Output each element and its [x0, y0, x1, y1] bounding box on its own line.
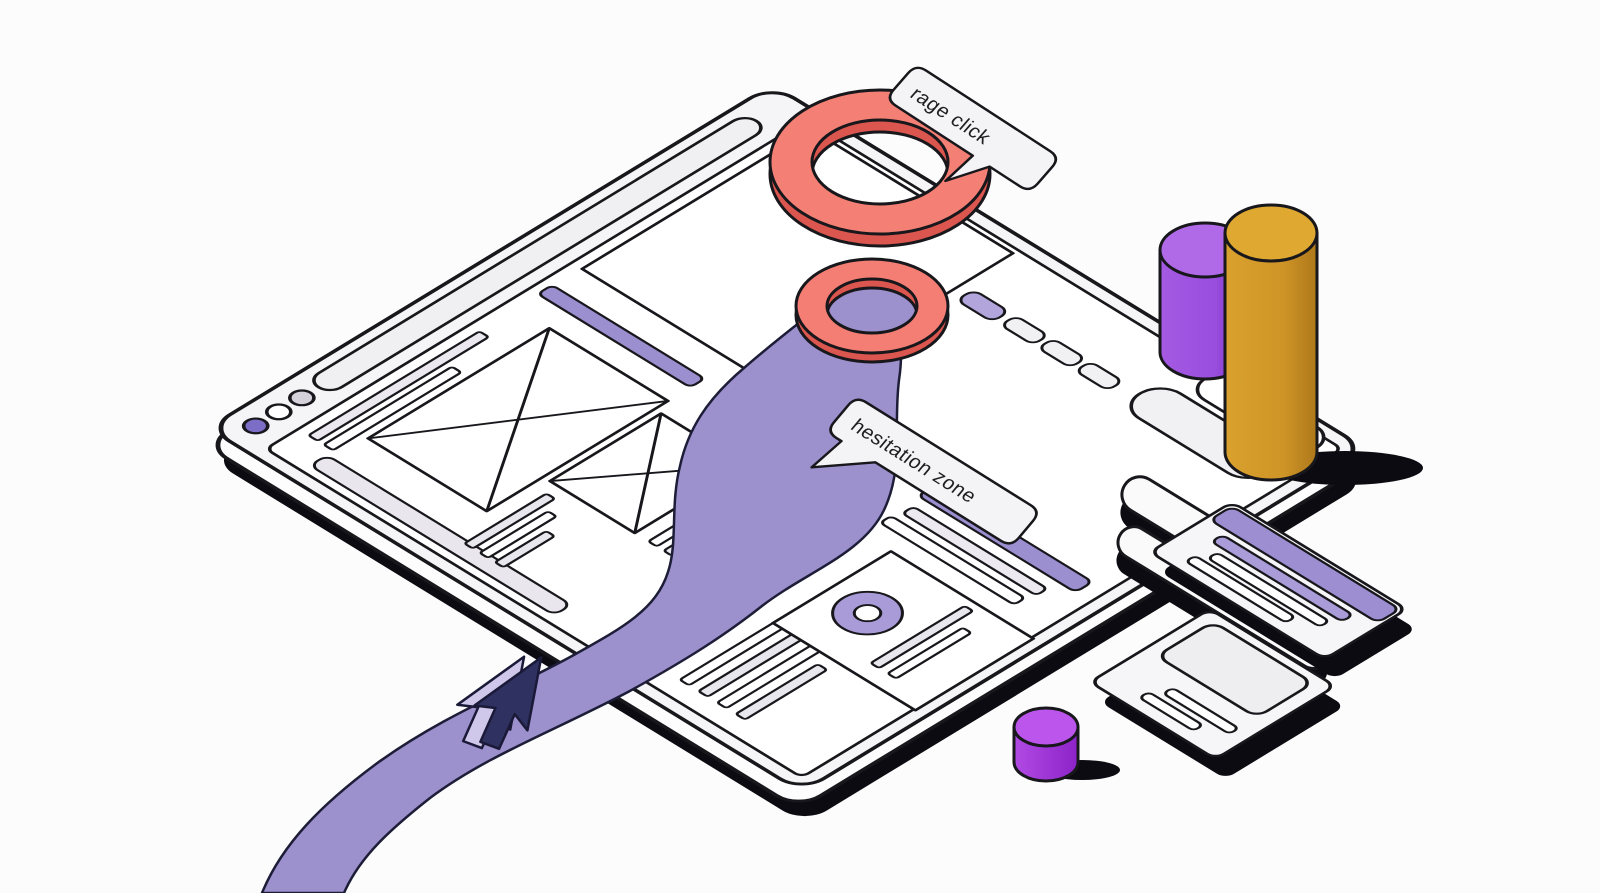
form-section	[771, 550, 1036, 712]
floating-card-banner	[1153, 504, 1412, 677]
text-lines-top	[308, 331, 489, 451]
nav-chips	[959, 291, 1121, 390]
nav-chip	[1040, 340, 1084, 367]
accent-bar-top	[539, 285, 704, 387]
cylinder-magenta	[1012, 706, 1120, 783]
image-placeholder-icon	[366, 327, 670, 513]
bar-chart-cylinders	[1158, 203, 1423, 485]
sidebar-strip	[312, 456, 569, 614]
nav-chip-active	[959, 291, 1007, 321]
cylinder-gold	[1223, 203, 1319, 482]
floating-card-tile	[1093, 611, 1341, 776]
browser-traffic-dots-icon	[241, 389, 316, 435]
cursor-arrow-icon	[456, 655, 543, 751]
card-purple-bar	[1212, 535, 1352, 621]
donut-icon	[831, 590, 904, 636]
address-bar	[312, 117, 763, 392]
text-lines-bottom-left	[679, 606, 845, 720]
browser-chrome-bar	[241, 117, 763, 435]
text-lines-mid	[464, 493, 557, 568]
nav-chip	[1077, 362, 1121, 390]
hover-ring-icon	[794, 257, 950, 364]
card-purple-band	[1212, 507, 1398, 622]
nav-chip	[1003, 317, 1046, 344]
